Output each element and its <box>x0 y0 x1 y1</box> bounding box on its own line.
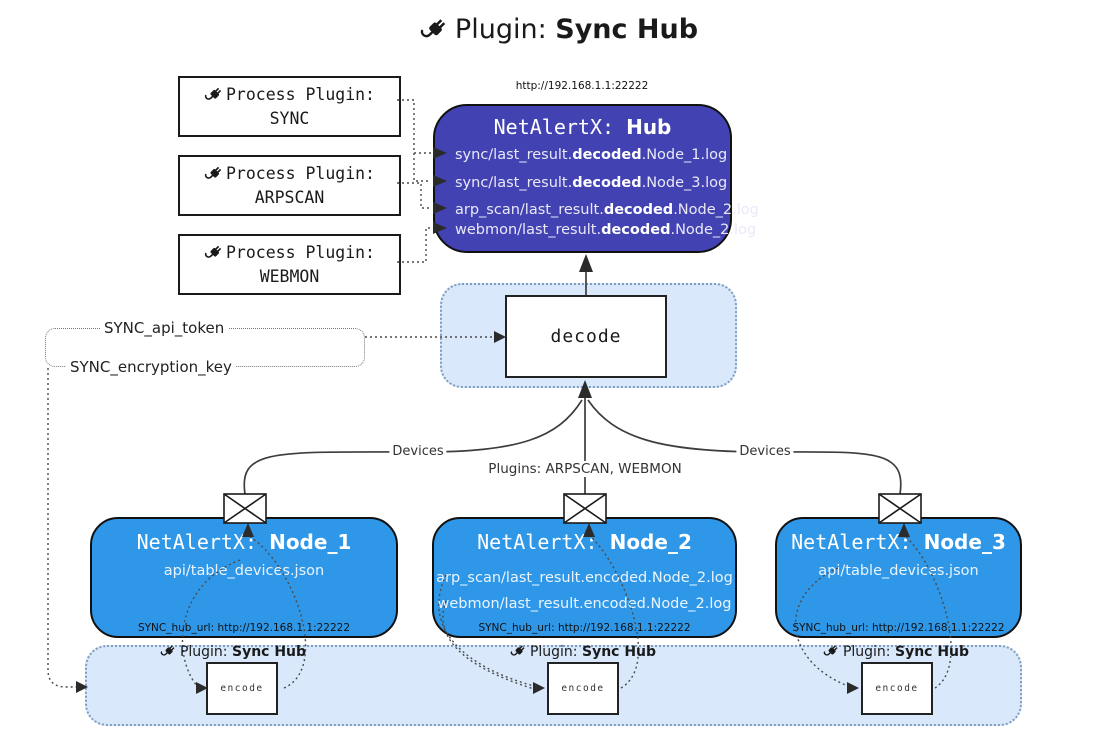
node-file: api/table_devices.json <box>818 563 979 579</box>
node-hub-url: SYNC_hub_url: http://192.168.1.1:22222 <box>792 622 1005 634</box>
plug-icon <box>510 643 527 660</box>
process-plugin-name: SYNC <box>269 108 310 128</box>
hub-log-line: sync/last_result.decoded.Node_3.log <box>455 175 728 191</box>
node-2-box: NetAlertX: Node_2 arp_scan/last_result.e… <box>432 517 737 638</box>
encode-box: encode <box>861 662 933 715</box>
process-plugin-box-arpscan: Process Plugin: ARPSCAN <box>178 155 401 216</box>
hub-log-line: sync/last_result.decoded.Node_1.log <box>455 147 728 163</box>
page-title: Plugin: Sync Hub <box>419 14 698 45</box>
node-hub-url: SYNC_hub_url: http://192.168.1.1:22222 <box>137 622 351 634</box>
node-title: NetAlertX: Node_1 <box>136 530 352 554</box>
plug-icon <box>204 164 224 184</box>
title-prefix: Plugin: <box>454 14 556 45</box>
hub-url-label: http://192.168.1.1:22222 <box>515 80 649 92</box>
encoder-plugin-label: Plugin: Sync Hub <box>823 643 969 660</box>
process-plugin-name: WEBMON <box>259 266 320 286</box>
secrets-to-encode-band-connector <box>47 368 76 688</box>
process-plugin-box-sync: Process Plugin: SYNC <box>178 76 401 137</box>
process-plugin-label: Process Plugin: <box>225 84 375 104</box>
sync-encryption-key-label: SYNC_encryption_key <box>66 358 236 376</box>
plug-icon <box>160 643 177 660</box>
arpscan-to-hub-connector <box>397 182 431 209</box>
devices-edge-label: Devices <box>389 444 447 459</box>
node-file: api/table_devices.json <box>163 563 325 579</box>
title-name: Sync Hub <box>555 14 699 45</box>
hub-box: NetAlertX: Hub sync/last_result.decoded.… <box>433 104 759 253</box>
process-plugin-label: Process Plugin: <box>225 242 375 262</box>
decode-box: decode <box>505 295 667 378</box>
node-file: webmon/last_result.encoded.Node_2.log <box>437 596 732 612</box>
plug-icon <box>419 15 449 45</box>
node-3-box: NetAlertX: Node_3 api/table_devices.json… <box>775 517 1022 638</box>
node-1-box: NetAlertX: Node_1 api/table_devices.json… <box>90 517 398 638</box>
encode-box: encode <box>547 662 619 715</box>
node-title: NetAlertX: Node_3 <box>791 530 1006 554</box>
hub-title: NetAlertX: Hub <box>493 115 672 139</box>
devices-edge-label: Devices <box>736 444 794 459</box>
process-plugin-box-webmon: Process Plugin: WEBMON <box>178 234 401 295</box>
decode-to-hub-arrowhead <box>579 254 593 272</box>
plug-icon <box>204 243 224 263</box>
plug-icon <box>204 85 224 105</box>
node-file: arp_scan/last_result.encoded.Node_2.log <box>436 570 733 586</box>
process-plugin-name: ARPSCAN <box>254 187 325 207</box>
sync-to-hub-connector <box>397 99 431 154</box>
encode-box: encode <box>206 662 278 715</box>
encoder-plugin-label: Plugin: Sync Hub <box>160 643 306 660</box>
hub-log-line: webmon/last_result.decoded.Node_2.log <box>455 222 757 238</box>
sync-to-hub-connector <box>413 153 431 182</box>
sync-api-token-label: SYNC_api_token <box>100 319 229 337</box>
node-title: NetAlertX: Node_2 <box>477 530 692 554</box>
encoder-plugin-label: Plugin: Sync Hub <box>510 643 656 660</box>
plug-icon <box>823 643 840 660</box>
hub-log-line: arp_scan/last_result.decoded.Node_2.log <box>455 202 759 218</box>
process-plugin-label: Process Plugin: <box>225 163 375 183</box>
plugins-edge-label: Plugins: ARPSCAN, WEBMON <box>485 461 685 477</box>
node-hub-url: SYNC_hub_url: http://192.168.1.1:22222 <box>478 622 691 634</box>
webmon-to-hub-connector <box>397 227 431 263</box>
